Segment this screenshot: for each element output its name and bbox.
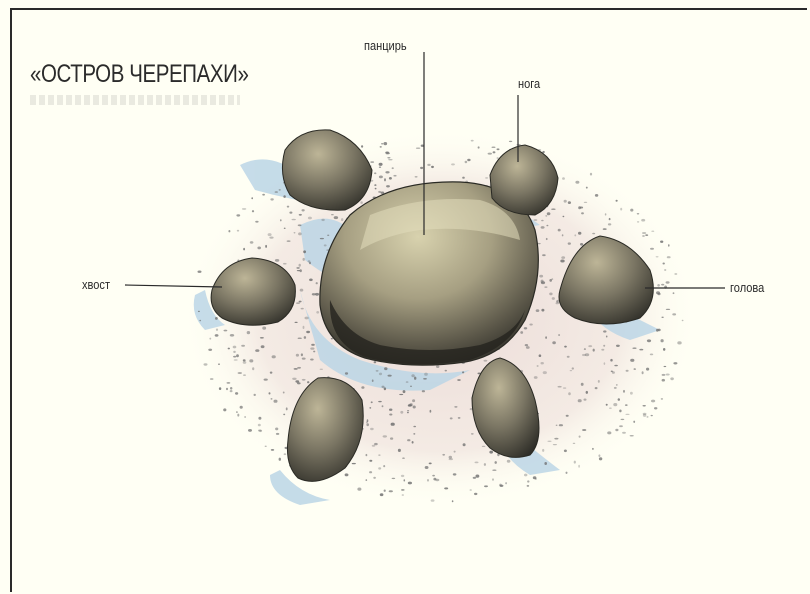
label-tail: хвост (82, 277, 110, 292)
title-faded-subtext (30, 95, 240, 105)
label-head: голова (730, 280, 764, 295)
diagram-title: «ОСТРОВ ЧЕРЕПАХИ» (30, 60, 248, 89)
label-leg: нога (518, 76, 540, 91)
label-shell: панцирь (364, 38, 407, 53)
